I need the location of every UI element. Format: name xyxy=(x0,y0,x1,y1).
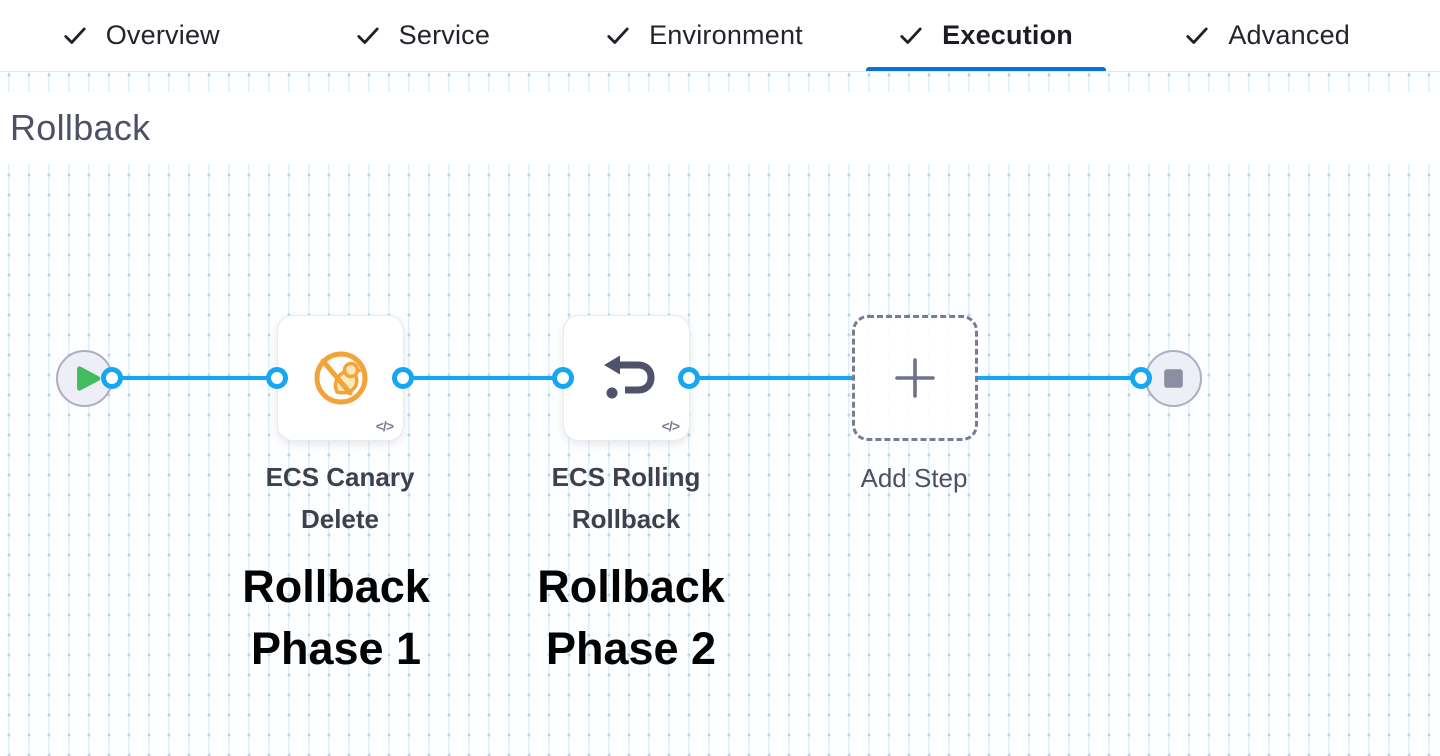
tab-execution-label: Execution xyxy=(942,20,1073,50)
port-canary-out xyxy=(392,367,414,389)
port-start-out xyxy=(101,367,123,389)
step-title-ecs-canary-delete: ECS Canary Delete xyxy=(265,462,415,534)
tab-overview[interactable]: Overview xyxy=(0,0,282,71)
check-icon xyxy=(1186,27,1208,44)
section-heading-strip: Rollback xyxy=(0,92,1440,164)
port-rolling-in xyxy=(552,367,574,389)
add-step-button[interactable] xyxy=(852,315,978,441)
port-end-in xyxy=(1130,367,1152,389)
annotation-rollback-phase-1: Rollback Phase 1 xyxy=(242,561,430,674)
edge-start-to-canary xyxy=(112,376,277,380)
stage-config-tabbar: Overview Service Environment Execution A… xyxy=(0,0,1440,72)
edge-addstep-to-end xyxy=(978,376,1141,380)
tab-service-label: Service xyxy=(398,20,491,50)
stop-icon xyxy=(1164,369,1183,388)
plus-icon xyxy=(895,358,935,398)
annotation-rollback-phase-2: Rollback Phase 2 xyxy=(537,561,725,674)
port-rolling-out xyxy=(678,367,700,389)
tab-advanced-label: Advanced xyxy=(1228,20,1351,50)
tab-overview-label: Overview xyxy=(105,20,220,50)
ecs-canary-delete-icon xyxy=(314,351,367,405)
code-badge-icon: </> xyxy=(661,418,680,434)
step-ecs-rolling-rollback[interactable]: </> xyxy=(563,315,690,441)
edge-rolling-to-addstep xyxy=(689,376,852,380)
check-icon xyxy=(357,27,379,44)
check-icon xyxy=(900,27,922,44)
step-ecs-canary-delete[interactable]: </> xyxy=(277,315,404,441)
add-step-label: Add Step xyxy=(860,463,968,493)
section-heading: Rollback xyxy=(10,107,151,148)
play-icon xyxy=(77,366,101,391)
pipeline-canvas[interactable]: Rollback </> xyxy=(0,72,1440,756)
tab-environment[interactable]: Environment xyxy=(563,0,845,71)
pipeline-end-node xyxy=(1145,350,1202,407)
tab-environment-label: Environment xyxy=(649,20,803,50)
check-icon xyxy=(64,27,86,44)
code-badge-icon: </> xyxy=(375,418,394,434)
tab-service[interactable]: Service xyxy=(282,0,564,71)
check-icon xyxy=(607,27,629,44)
active-tab-underline xyxy=(865,67,1106,71)
tab-execution[interactable]: Execution xyxy=(845,0,1127,71)
port-canary-in xyxy=(266,367,288,389)
ecs-rolling-rollback-icon xyxy=(603,355,655,399)
tab-list: Overview Service Environment Execution A… xyxy=(0,0,1408,71)
step-title-ecs-rolling-rollback: ECS Rolling Rollback xyxy=(551,462,701,534)
tab-advanced[interactable]: Advanced xyxy=(1126,0,1408,71)
edge-canary-to-rolling xyxy=(403,376,563,380)
